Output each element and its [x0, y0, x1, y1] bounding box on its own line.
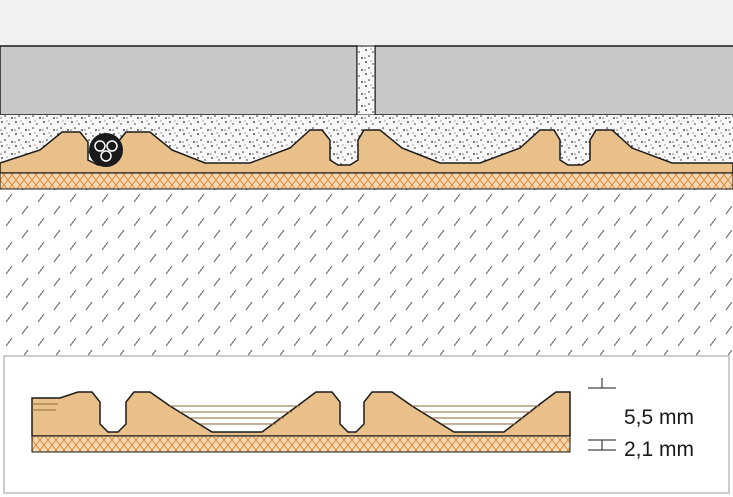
tile-left [0, 45, 358, 116]
dimension-marker-fleece [588, 439, 616, 451]
grout-joint [356, 45, 376, 116]
dimension-fleece-thickness: 2,1 mm [624, 438, 694, 461]
detail-fleece [31, 435, 571, 453]
tile-right [374, 45, 733, 116]
fleece-backing [0, 172, 733, 190]
dimension-marker-total [588, 378, 616, 389]
detail-membrane [31, 391, 571, 437]
cable-cross-section-icon [89, 133, 123, 167]
upper-background [0, 0, 733, 46]
detail-stripes [32, 403, 540, 425]
substrate [0, 189, 733, 355]
dimension-total-height: 5,5 mm [624, 406, 694, 429]
